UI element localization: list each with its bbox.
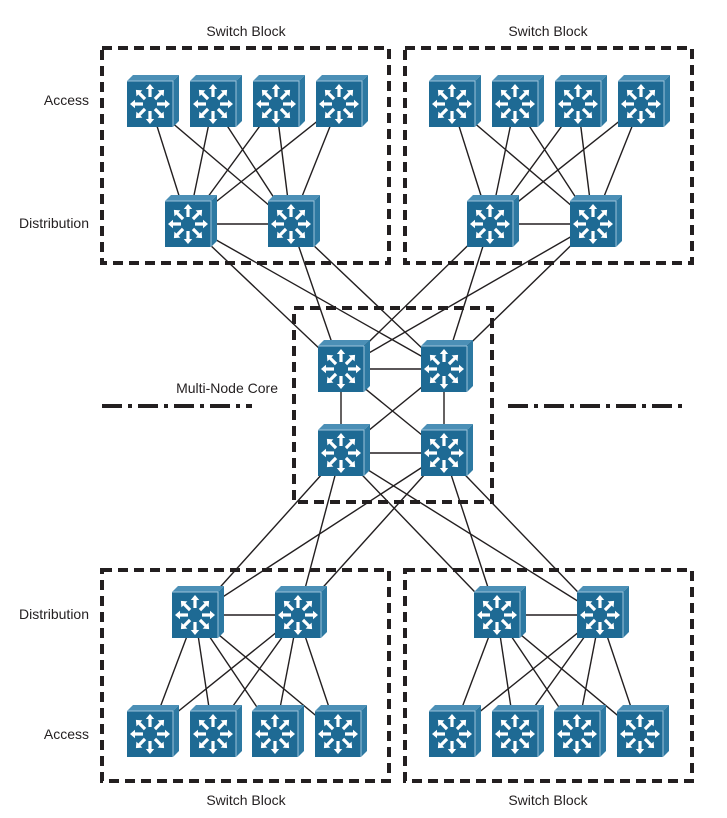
access-switch-tr-a1 [429, 75, 481, 127]
multilayer-switch-icon [278, 595, 318, 635]
access-switch-br-a3 [554, 705, 606, 757]
multilayer-switch-icon [495, 84, 535, 124]
switch-block-top-right-boundary [403, 46, 694, 265]
distribution-switch-tr-d2 [570, 195, 622, 247]
link-c4-to-br-d2 [443, 452, 601, 616]
multilayer-switch-icon [432, 714, 472, 754]
access-switch-br-a4 [617, 705, 669, 757]
switch-block-label-bottom-left: Switch Block [206, 792, 286, 808]
distribution-switch-tl-d1 [165, 195, 217, 247]
multilayer-switch-icon [175, 595, 215, 635]
link-tr-d2-to-c1 [340, 223, 594, 370]
tier-label-distribution-top: Distribution [19, 215, 89, 231]
switch-block-bottom-left-boundary [100, 568, 391, 783]
switch-block-label-top-left: Switch Block [206, 23, 286, 39]
access-switch-br-a1 [429, 705, 481, 757]
multilayer-switch-icon [321, 349, 361, 389]
multilayer-switch-icon [432, 84, 472, 124]
multilayer-switch-icon [271, 204, 311, 244]
core-label: Multi-Node Core [176, 380, 278, 396]
access-switch-bl-a4 [315, 705, 367, 757]
core-switch-c2 [421, 340, 473, 392]
multilayer-switch-icon [424, 433, 464, 473]
multilayer-switch-icon [130, 714, 170, 754]
access-switch-br-a2 [492, 705, 544, 757]
tier-label-access-top: Access [44, 92, 89, 108]
access-switch-tl-a3 [253, 75, 305, 127]
core-switch-c4 [421, 424, 473, 476]
distribution-switch-br-d2 [577, 586, 629, 638]
link-c4-to-bl-d1 [194, 452, 445, 616]
distribution-switch-bl-d2 [275, 586, 327, 638]
distribution-switch-br-d1 [474, 586, 526, 638]
multilayer-switch-icon [321, 433, 361, 473]
switch-block-bottom-right-boundary [403, 568, 694, 783]
access-switch-bl-a1 [127, 705, 179, 757]
access-switch-bl-a3 [252, 705, 304, 757]
multilayer-switch-icon [477, 595, 517, 635]
multilayer-switch-icon [130, 84, 170, 124]
links-layer [149, 103, 642, 735]
multilayer-switch-icon [495, 714, 535, 754]
core-block-boundary [292, 306, 494, 504]
multilayer-switch-icon [573, 204, 613, 244]
multilayer-switch-icon [558, 84, 598, 124]
multilayer-switch-icon [193, 84, 233, 124]
access-switch-tl-a2 [190, 75, 242, 127]
multilayer-switch-icon [255, 714, 295, 754]
tier-label-access-bottom: Access [44, 726, 89, 742]
core-switch-c3 [318, 424, 370, 476]
multilayer-switch-icon [318, 714, 358, 754]
multilayer-switch-icon [580, 595, 620, 635]
link-tl-d1-to-c1 [187, 223, 342, 370]
switch-block-label-top-right: Switch Block [508, 23, 588, 39]
multilayer-switch-icon [168, 204, 208, 244]
tier-label-distribution-bottom: Distribution [19, 606, 89, 622]
multilayer-switch-icon [424, 349, 464, 389]
switch-block-top-left-boundary [100, 46, 391, 265]
access-switch-bl-a2 [190, 705, 242, 757]
access-switch-tl-a1 [127, 75, 179, 127]
switches-layer [127, 75, 670, 757]
distribution-switch-tl-d2 [268, 195, 320, 247]
access-switch-tr-a2 [492, 75, 544, 127]
link-c3-to-br-d1 [340, 452, 498, 616]
multilayer-switch-icon [256, 84, 296, 124]
access-switch-tr-a3 [555, 75, 607, 127]
multilayer-switch-icon [620, 714, 660, 754]
multilayer-switch-icon [557, 714, 597, 754]
core-switch-c1 [318, 340, 370, 392]
multilayer-switch-icon [319, 84, 359, 124]
multilayer-switch-icon [470, 204, 510, 244]
multilayer-switch-icon [621, 84, 661, 124]
distribution-switch-bl-d1 [172, 586, 224, 638]
access-switch-tr-a4 [618, 75, 670, 127]
link-tl-d2-to-c2 [290, 223, 445, 370]
switch-block-label-bottom-right: Switch Block [508, 792, 588, 808]
access-switch-tl-a4 [316, 75, 368, 127]
multilayer-switch-icon [193, 714, 233, 754]
distribution-switch-tr-d1 [467, 195, 519, 247]
